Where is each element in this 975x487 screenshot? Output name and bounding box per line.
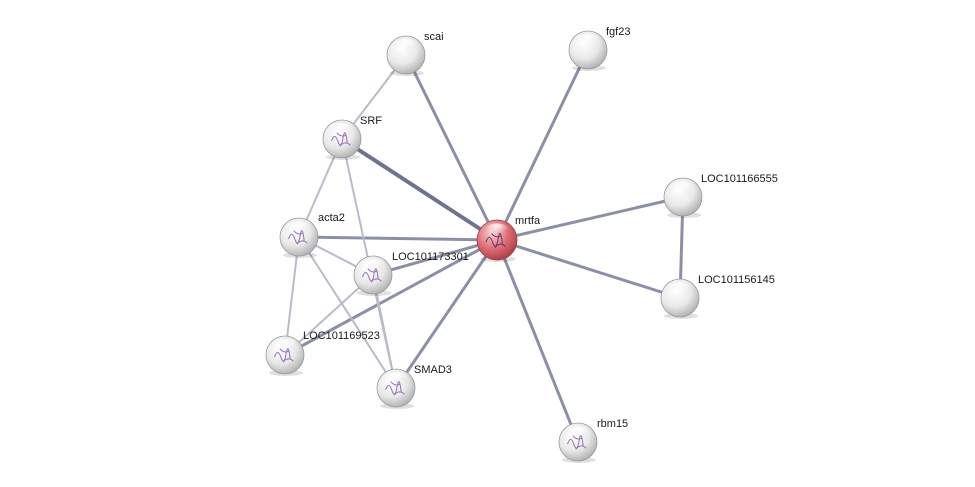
node-highlight <box>361 259 385 274</box>
edge-acta2-SMAD3[interactable] <box>298 236 397 389</box>
edge-mrtfa-SRF[interactable] <box>340 137 499 242</box>
edge-mrtfa-acta2[interactable] <box>297 235 499 242</box>
edge-mrtfa-LOC101166555[interactable] <box>495 195 685 242</box>
node-mrtfa[interactable]: mrtfa <box>476 215 541 262</box>
edge-LOC101173301-LOC101169523[interactable] <box>284 274 374 356</box>
node-label-LOC101169523: LOC101169523 <box>303 330 380 342</box>
edge-mrtfa-LOC101173301[interactable] <box>371 238 499 277</box>
node-SRF[interactable]: SRF <box>322 115 382 160</box>
node-highlight <box>273 339 297 354</box>
node-highlight <box>576 34 600 49</box>
node-fgf23[interactable]: fgf23 <box>568 26 630 71</box>
node-label-mrtfa: mrtfa <box>515 215 541 227</box>
node-highlight <box>287 221 311 236</box>
node-highlight <box>394 39 418 54</box>
node-label-SMAD3: SMAD3 <box>414 364 452 376</box>
node-LOC101166555[interactable]: LOC101166555 <box>663 173 778 218</box>
node-LOC101156145[interactable]: LOC101156145 <box>660 274 775 319</box>
node-highlight <box>484 223 510 239</box>
node-rbm15[interactable]: rbm15 <box>558 418 628 463</box>
node-SMAD3[interactable]: SMAD3 <box>376 364 452 409</box>
node-label-SRF: SRF <box>360 115 382 127</box>
node-highlight <box>384 372 408 387</box>
edge-mrtfa-fgf23[interactable] <box>495 48 590 242</box>
edge-acta2-LOC101169523[interactable] <box>284 236 300 356</box>
node-label-acta2: acta2 <box>318 212 345 224</box>
node-label-fgf23: fgf23 <box>606 26 630 38</box>
edge-mrtfa-LOC101156145[interactable] <box>495 238 682 300</box>
node-label-LOC101173301: LOC101173301 <box>392 251 469 263</box>
node-LOC101173301[interactable]: LOC101173301 <box>353 251 469 296</box>
node-LOC101169523[interactable]: LOC101169523 <box>265 330 380 376</box>
node-highlight <box>668 282 692 297</box>
node-label-LOC101156145: LOC101156145 <box>698 274 775 286</box>
node-acta2[interactable]: acta2 <box>279 212 345 258</box>
edge-mrtfa-rbm15[interactable] <box>495 238 580 444</box>
edge-mrtfa-SMAD3[interactable] <box>394 238 499 390</box>
edge-mrtfa-LOC101169523[interactable] <box>283 238 499 357</box>
node-label-LOC101166555: LOC101166555 <box>701 173 778 185</box>
node-label-scai: scai <box>424 31 444 43</box>
node-scai[interactable]: scai <box>386 31 444 76</box>
node-highlight <box>566 426 590 441</box>
edge-mrtfa-scai[interactable] <box>404 53 499 242</box>
node-label-rbm15: rbm15 <box>597 418 628 430</box>
node-highlight <box>671 181 695 196</box>
node-highlight <box>330 123 354 138</box>
